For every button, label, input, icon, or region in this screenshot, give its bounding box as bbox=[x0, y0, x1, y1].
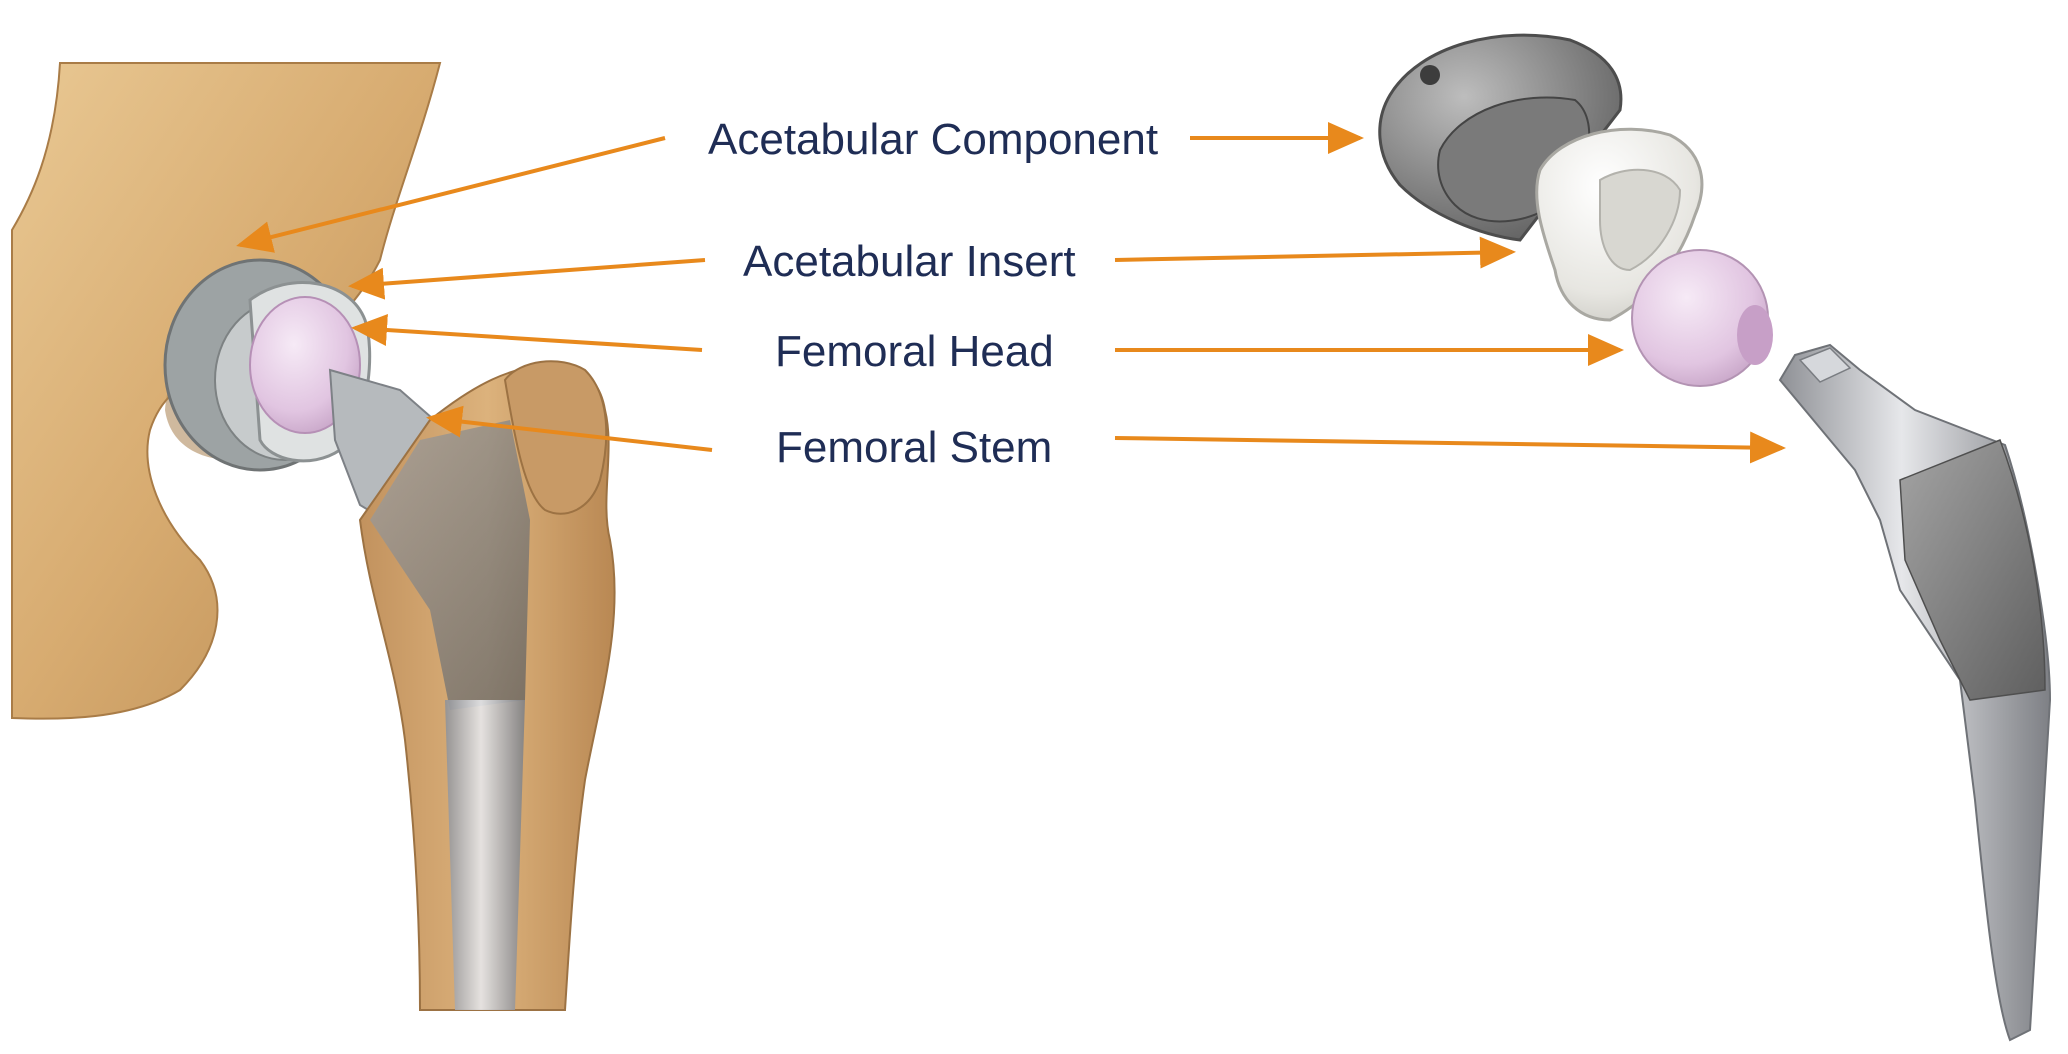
arrow-femoral-stem-right bbox=[1115, 438, 1782, 448]
label-acetabular-component: Acetabular Component bbox=[708, 118, 1158, 162]
hip-joint-illustration bbox=[12, 63, 615, 1010]
label-femoral-head: Femoral Head bbox=[775, 330, 1054, 374]
label-femoral-stem: Femoral Stem bbox=[776, 426, 1052, 470]
femoral-stem-porous-part bbox=[1900, 440, 2045, 700]
arrow-femoral-head-left bbox=[355, 328, 702, 350]
femoral-stem-distal bbox=[445, 700, 525, 1010]
femoral-head-taper-hole bbox=[1737, 305, 1773, 365]
label-acetabular-insert: Acetabular Insert bbox=[743, 240, 1076, 284]
implant-components bbox=[1380, 35, 2050, 1040]
arrow-acetabular-insert-left bbox=[352, 260, 705, 286]
arrow-acetabular-insert-right bbox=[1115, 252, 1512, 260]
